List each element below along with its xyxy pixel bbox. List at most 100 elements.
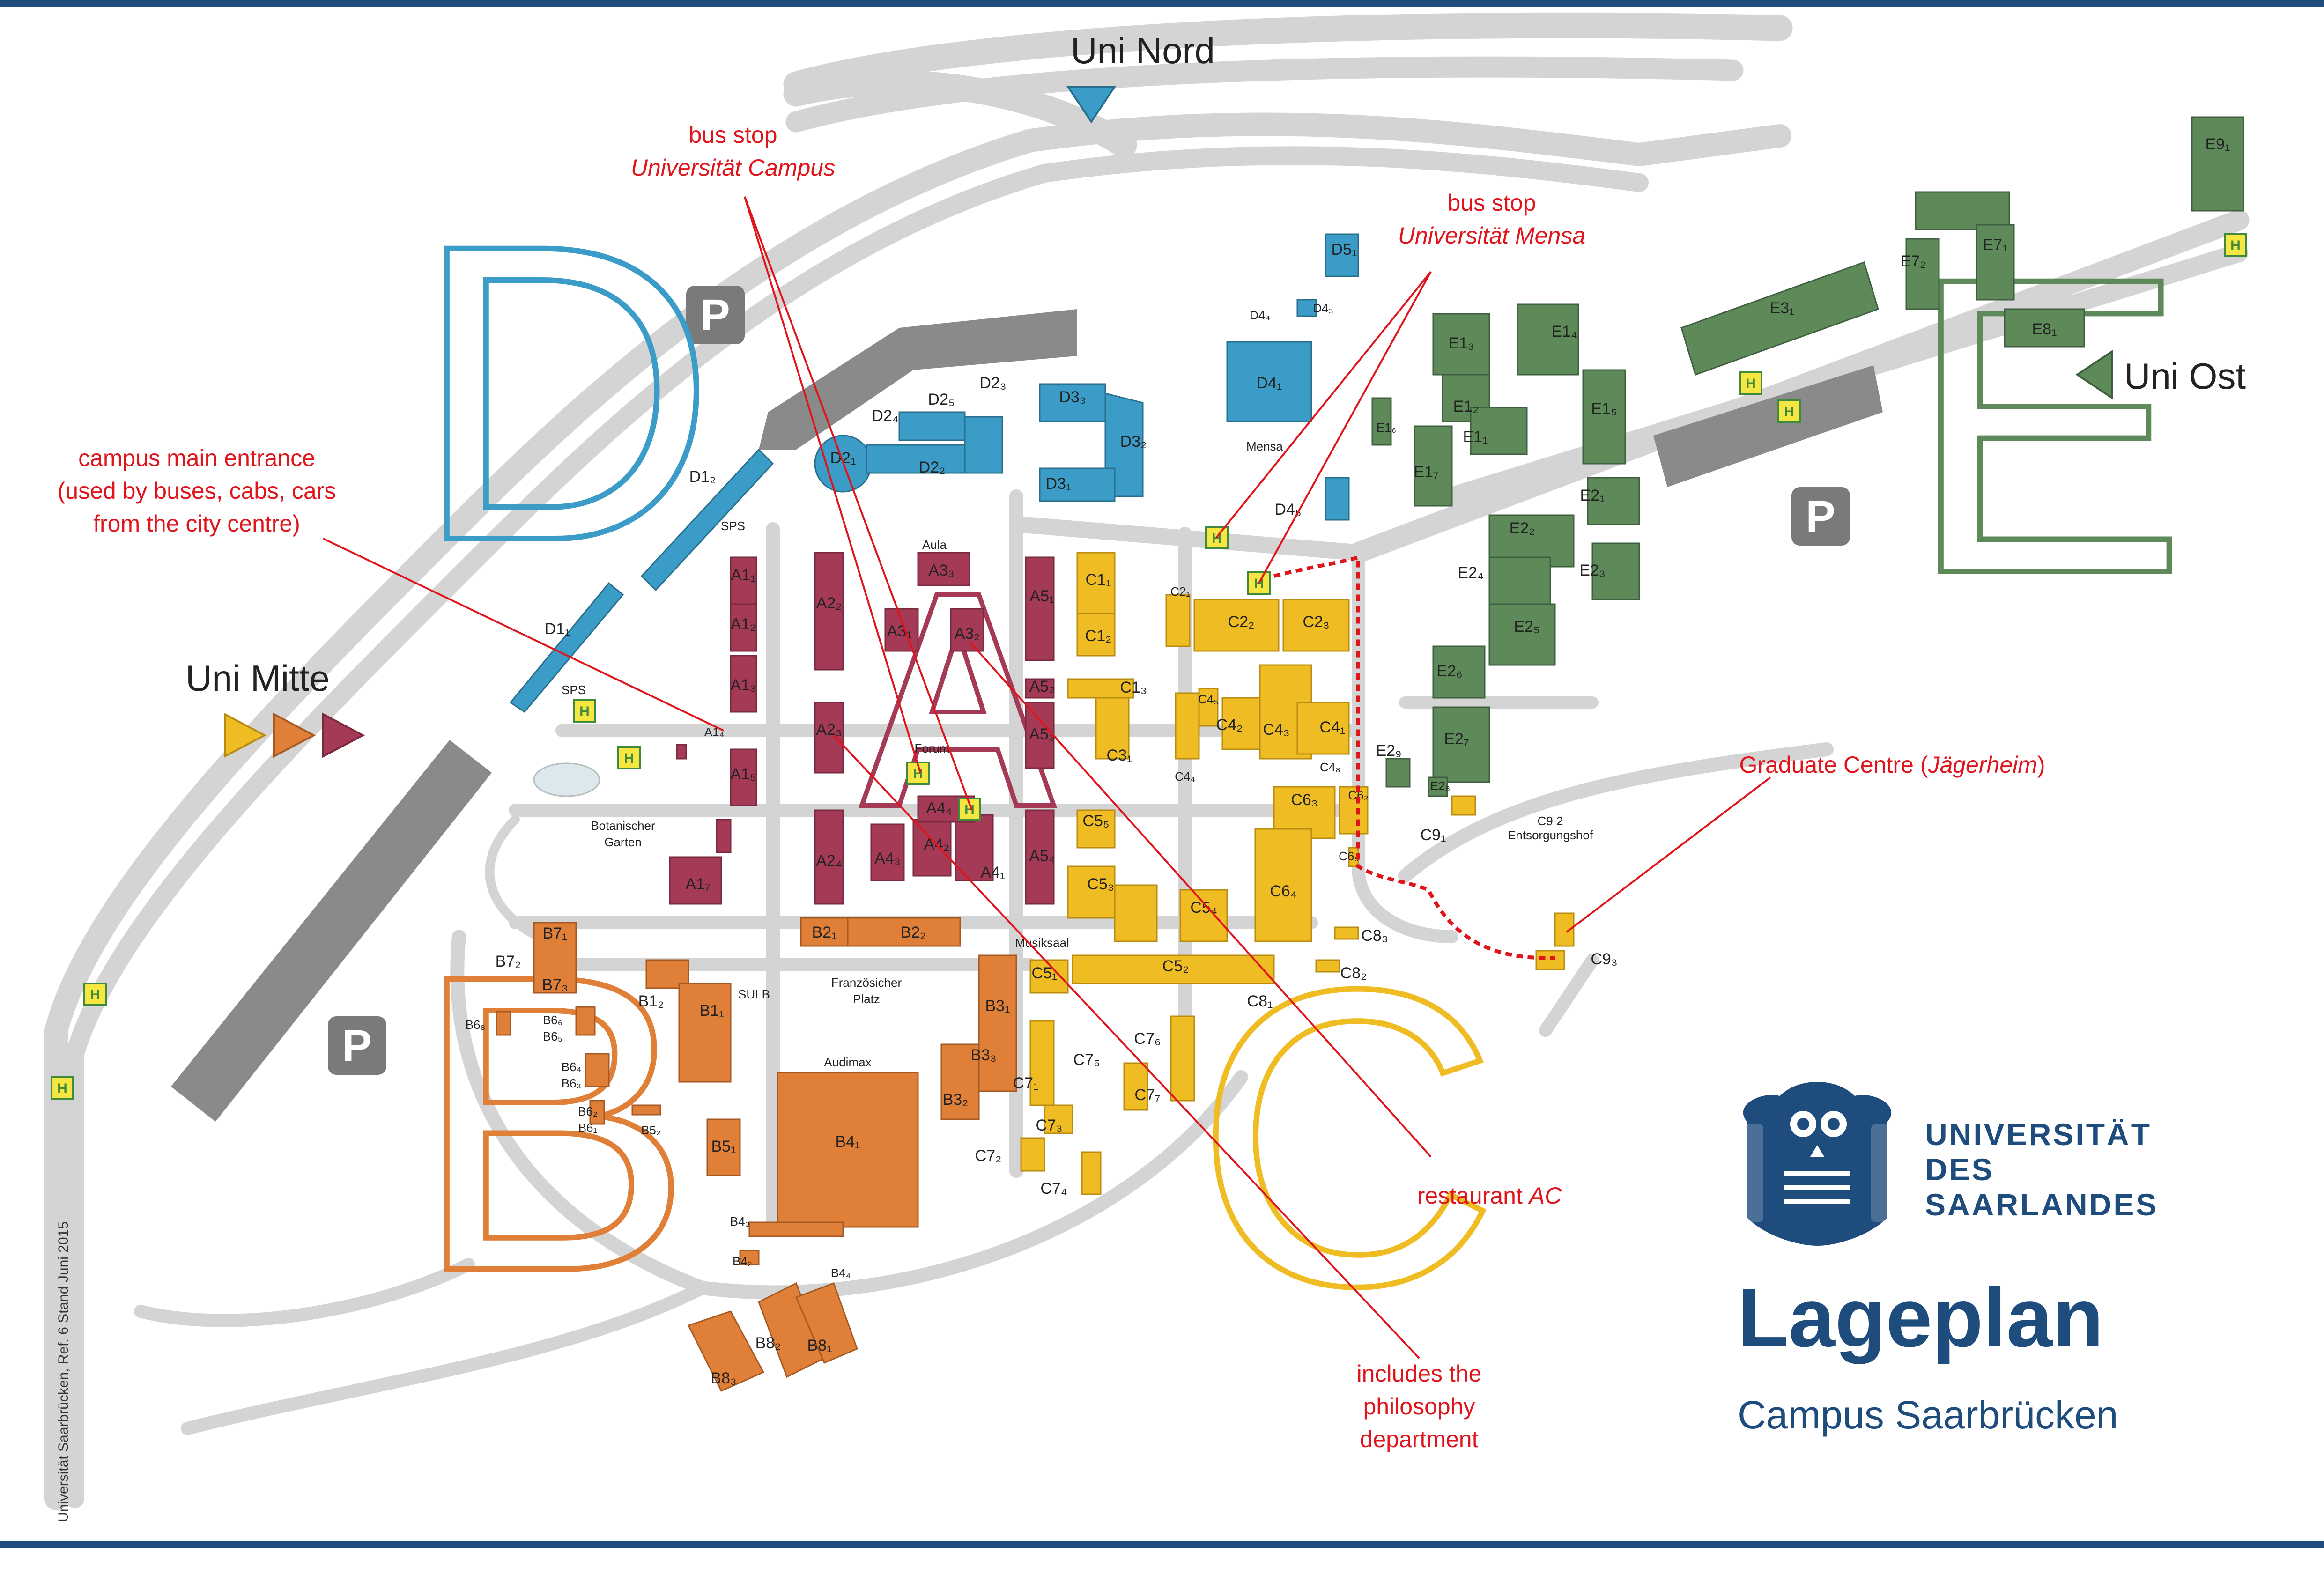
pond <box>533 762 600 797</box>
label-D2_5: D2₅ <box>928 391 955 408</box>
area-a-buildings <box>669 552 1055 905</box>
label-A3_2: A3₂ <box>955 625 980 643</box>
label-B1_1: B1₁ <box>699 1002 724 1020</box>
uni-nord-triangle-icon <box>1066 86 1117 124</box>
label-C2_1: C2₁ <box>1170 584 1190 599</box>
annotation-philosophy-3: department <box>1360 1426 1479 1452</box>
place-labels: Aula Mensa Forum Botanischer Garten SPS … <box>562 439 1593 1069</box>
label-C4_5: C4₅ <box>1198 692 1219 706</box>
label-B6_8: B6₈ <box>466 1018 486 1032</box>
svg-text:H: H <box>57 1081 67 1096</box>
label-C6_4: C6₄ <box>1270 882 1296 900</box>
label-A5_3: A5₃ <box>1029 725 1055 743</box>
parking-sign-east: P <box>1791 487 1850 546</box>
bus-stop-icon: H <box>906 762 930 785</box>
label-B4_3: B4₃ <box>730 1214 750 1228</box>
label-sulb: SULB <box>738 987 770 1001</box>
label-A1_3: A1₃ <box>730 676 756 694</box>
area-letter-e: E <box>1906 190 2187 661</box>
label-C4_3: C4₃ <box>1263 721 1289 739</box>
logo-line-2: DES <box>1925 1152 1994 1187</box>
annotation-lines <box>323 196 1771 1359</box>
building-labels: D1₂ D1₁ D2₁ D2₂ D2₃ D2₄ D2₅ D3₁ D3₂ D3₃ … <box>466 135 2230 1387</box>
label-B6_3: B6₃ <box>562 1076 581 1090</box>
label-C7_6: C7₆ <box>1134 1030 1161 1048</box>
label-B1_2: B1₂ <box>638 992 664 1010</box>
label-A5_2: A5₂ <box>1029 678 1055 695</box>
label-B7_2: B7₂ <box>496 953 521 970</box>
label-D1_2: D1₂ <box>689 468 716 486</box>
label-E7_2: E7₂ <box>1901 252 1926 270</box>
label-mensa: Mensa <box>1246 439 1283 453</box>
label-sps-bottom: SPS <box>562 683 586 697</box>
label-E1_1: E1₁ <box>1463 428 1488 446</box>
label-C5_5: C5₅ <box>1082 812 1109 830</box>
direction-uni-mitte: Uni Mitte <box>185 658 330 699</box>
svg-text:H: H <box>579 704 590 719</box>
label-E2_9: E2₉ <box>1376 742 1401 760</box>
label-C6_3: C6₃ <box>1291 791 1317 809</box>
label-D5_1: D5₁ <box>1332 241 1357 259</box>
label-B2_1: B2₁ <box>812 924 836 941</box>
label-C8_2: C8₂ <box>1340 964 1367 982</box>
svg-text:P: P <box>700 290 730 340</box>
bus-stop-icon: H <box>958 798 981 821</box>
graduate-centre-dashed-path <box>1273 555 1555 960</box>
label-D4_1: D4₁ <box>1257 374 1282 392</box>
label-C1_2: C1₂ <box>1085 627 1112 645</box>
label-D4_4: D4₄ <box>1250 308 1270 322</box>
label-botanischer-1: Botanischer <box>591 819 655 833</box>
label-A1_7: A1₇ <box>685 875 710 893</box>
label-A1_4: A1₄ <box>704 725 724 739</box>
top-frame-bar <box>0 0 2324 7</box>
label-E7_1: E7₁ <box>1983 236 2007 254</box>
label-B6_4: B6₄ <box>562 1060 581 1074</box>
label-D3_2: D3₂ <box>1120 433 1147 451</box>
svg-text:P: P <box>342 1021 371 1071</box>
label-C7_7: C7₇ <box>1134 1086 1160 1104</box>
label-C5_2: C5₂ <box>1162 957 1189 975</box>
annotation-bus-stop-mensa-1: bus stop <box>1447 190 1536 216</box>
uni-mitte-triangle-icon <box>273 712 316 758</box>
label-E1_2: E1₂ <box>1453 398 1479 415</box>
label-C7_3: C7₃ <box>1036 1117 1062 1134</box>
annotation-bus-stop-mensa-2: Universität Mensa <box>1398 222 1585 249</box>
label-B3_3: B3₃ <box>970 1046 996 1064</box>
grey-strip-north <box>759 309 1077 450</box>
svg-text:H: H <box>1784 404 1794 420</box>
label-D2_3: D2₃ <box>979 374 1006 392</box>
bus-stop-icon: H <box>1739 371 1762 395</box>
label-franzoesischer-2: Platz <box>853 992 880 1006</box>
label-C4_4: C4₄ <box>1175 769 1195 784</box>
label-A4_4: A4₄ <box>926 799 952 817</box>
area-b-buildings <box>496 917 1017 1392</box>
label-C5_3: C5₃ <box>1087 875 1114 893</box>
annotation-philosophy-1: includes the <box>1357 1361 1482 1387</box>
svg-text:H: H <box>2230 238 2241 253</box>
label-C7_4: C7₄ <box>1040 1180 1067 1198</box>
label-forum: Forum <box>914 741 949 755</box>
label-E1_7: E1₇ <box>1414 463 1438 481</box>
label-D4_3: D4₃ <box>1313 301 1333 315</box>
annotation-bus-stop-campus-2: Universität Campus <box>631 155 835 181</box>
label-B4_4: B4₄ <box>831 1266 851 1280</box>
direction-markers: Uni Nord Uni Ost Uni Mitte <box>185 30 2246 758</box>
label-entsorgung-2: Entsorgungshof <box>1508 828 1593 842</box>
page-title: Lageplan <box>1738 1271 2103 1364</box>
label-E9_1: E9₁ <box>2205 135 2230 153</box>
label-C2_2: C2₂ <box>1228 613 1255 631</box>
label-E8_1: E8₁ <box>2032 320 2057 338</box>
label-B6_1: B6₁ <box>578 1121 598 1135</box>
label-D2_4: D2₄ <box>872 407 898 425</box>
svg-text:H: H <box>913 766 923 782</box>
label-C8_1: C8₁ <box>1247 992 1273 1010</box>
label-D3_1: D3₁ <box>1046 475 1072 493</box>
label-C9_3: C9₃ <box>1591 950 1617 968</box>
bottom-frame-bar <box>0 1541 2324 1548</box>
label-A1_5: A1₅ <box>730 765 756 783</box>
annotation-graduate-centre: Graduate Centre (Jägerheim) <box>1739 752 2045 778</box>
page-subtitle: Campus Saarbrücken <box>1738 1393 2118 1437</box>
svg-text:P: P <box>1806 492 1835 541</box>
label-B5_2: B5₂ <box>641 1123 661 1137</box>
label-B2_2: B2₂ <box>901 924 926 941</box>
